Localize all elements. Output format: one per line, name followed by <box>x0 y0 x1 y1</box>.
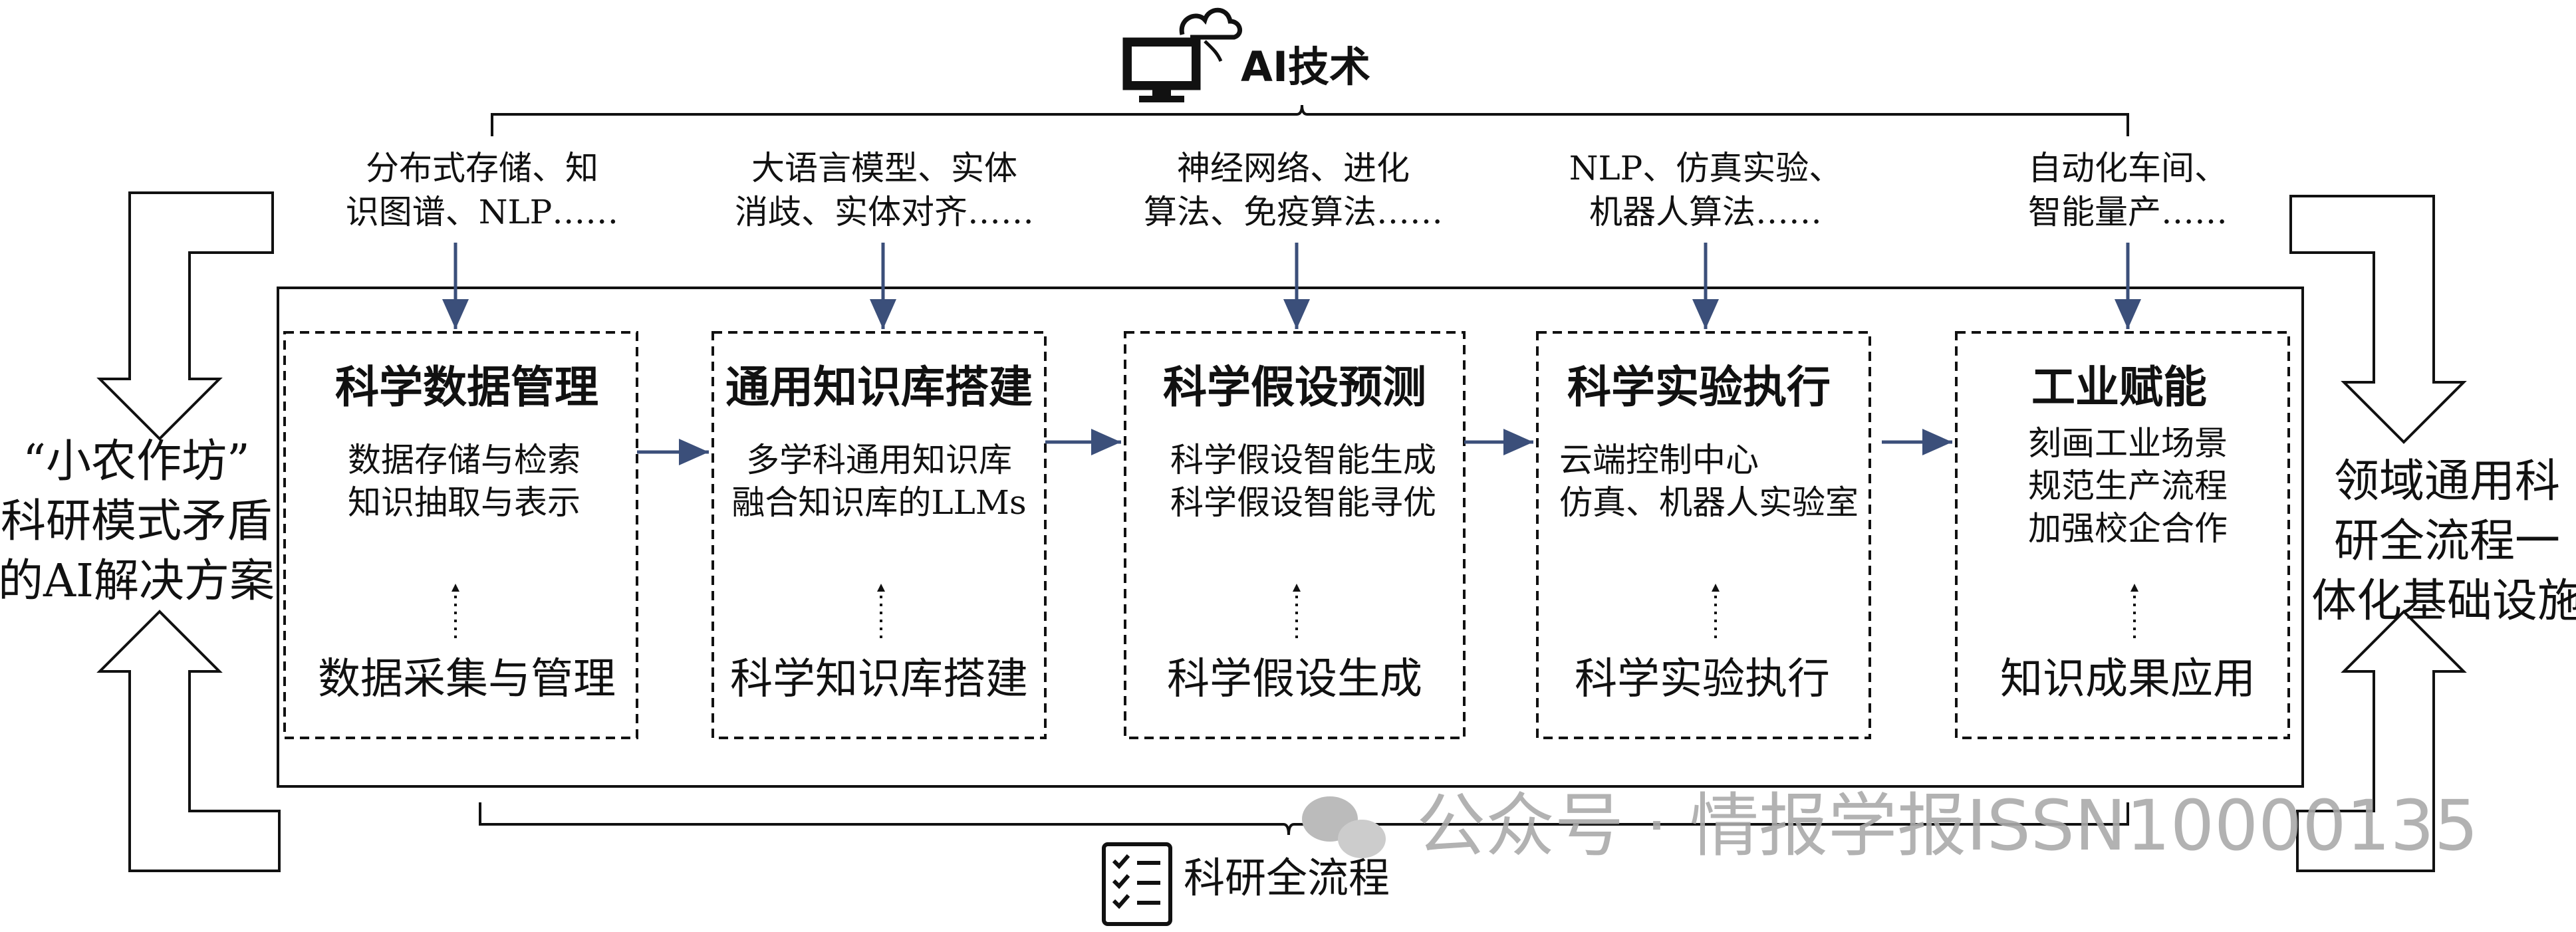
stage-box-3 <box>1124 331 1466 739</box>
stage-box-4 <box>1536 331 1871 739</box>
stage-lines-2: 多学科通用知识库 融合知识库的LLMs <box>731 441 1027 522</box>
right-bottom-hollow-arrow <box>2296 610 2467 872</box>
stage-title-4: 科学实验执行 <box>1567 362 1831 413</box>
tech-desc-4: NLP、仿真实验、 机器人算法…… <box>1569 149 1843 231</box>
stage-bottom-4: 科学实验执行 <box>1575 655 1830 704</box>
research-process-label: 科研全流程 <box>1184 854 1390 902</box>
stage-title-3: 科学假设预测 <box>1163 362 1426 413</box>
left-side-label: “小农作坊” 科研模式矛盾 的AI解决方案 <box>0 435 275 608</box>
stage-box-5 <box>1955 331 2290 739</box>
bottom-brace <box>479 802 2129 836</box>
stage-title-5: 工业赋能 <box>2031 362 2207 413</box>
process-container <box>277 287 2304 788</box>
stage-lines-1: 数据存储与检索 知识抽取与表示 <box>348 441 580 522</box>
stage-bottom-5: 知识成果应用 <box>2000 655 2255 704</box>
stage-lines-4: 云端控制中心 仿真、机器人实验室 <box>1559 441 1859 522</box>
stage-lines-5: 刻画工业场景 规范生产流程 加强校企合作 <box>2028 424 2228 548</box>
stage-bottom-3: 科学假设生成 <box>1167 655 1422 704</box>
watermark-text: 公众号 · 情报学报ISSN10000135 <box>1416 785 2479 866</box>
ai-tech-label: AI技术 <box>1241 43 1371 91</box>
left-bottom-hollow-arrow <box>96 610 281 872</box>
stage-bottom-2: 科学知识库搭建 <box>730 655 1028 704</box>
stage-bottom-1: 数据采集与管理 <box>318 655 616 704</box>
stage-lines-3: 科学假设智能生成 科学假设智能寻优 <box>1170 441 1436 522</box>
stage-title-1: 科学数据管理 <box>335 362 598 413</box>
tech-desc-3: 神经网络、进化 算法、免疫算法…… <box>1144 149 1443 231</box>
top-brace <box>491 104 2129 136</box>
tech-desc-2: 大语言模型、实体 消歧、实体对齐…… <box>735 149 1034 231</box>
stage-box-1 <box>283 331 638 739</box>
right-top-hollow-arrow <box>2289 195 2467 444</box>
left-top-hollow-arrow <box>96 191 274 441</box>
tech-desc-1: 分布式存储、知 识图谱、NLP…… <box>345 149 619 231</box>
stage-title-2: 通用知识库搭建 <box>725 362 1033 413</box>
tech-desc-5: 自动化车间、 智能量产…… <box>2028 149 2228 231</box>
computer-cloud-icon <box>1122 7 1242 102</box>
checklist-icon <box>1102 842 1172 926</box>
wechat-icon <box>1302 796 1386 858</box>
right-side-label: 领域通用科 研全流程一 体化基础设施 <box>2311 455 2576 628</box>
stage-box-2 <box>711 331 1047 739</box>
